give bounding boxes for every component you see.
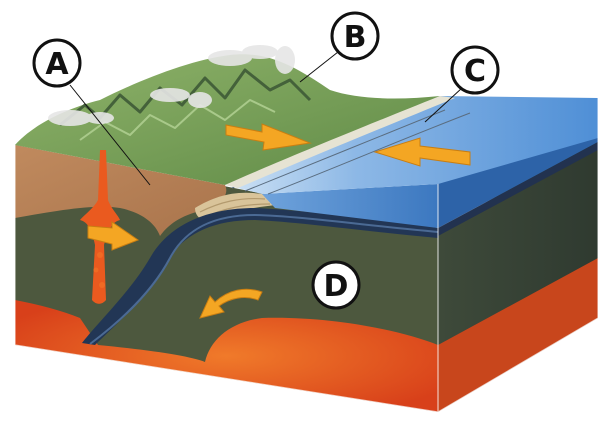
callout-label-c: C: [464, 54, 486, 89]
arrow-continental-plate: [225, 123, 312, 151]
callout-line-a: [69, 84, 151, 186]
coastline: [225, 96, 455, 188]
callout-d: D: [311, 260, 361, 310]
mountain-ridges-light: [79, 99, 276, 141]
callout-label-b: B: [344, 20, 367, 55]
callout-label-d: D: [324, 269, 349, 304]
callout-b: B: [330, 11, 380, 61]
land-surface: [15, 54, 440, 185]
callout-label-a: A: [45, 47, 69, 82]
callout-a: A: [32, 38, 82, 88]
asthenosphere-layer: [15, 300, 438, 412]
arrow-oceanic-plate: [373, 137, 471, 167]
magma-drops: [93, 252, 105, 288]
arrow-mantle-convection-curve: [199, 288, 263, 319]
subducting-oceanic-plate: [82, 208, 438, 345]
callout-line-c: [424, 87, 463, 123]
callout-c: C: [450, 45, 500, 95]
volcano-smoke: [48, 45, 295, 126]
front-ocean-water: [262, 184, 438, 228]
arrow-mantle-convection-left: [87, 221, 140, 251]
block-right-side-ocean-plate: [438, 142, 598, 236]
continental-crust: [15, 145, 227, 236]
block-right-side-asthenosphere: [438, 258, 598, 412]
oceanic-plate-highlight: [89, 213, 439, 345]
block-edge-lines: [14, 98, 599, 413]
callout-line-b: [299, 51, 339, 83]
